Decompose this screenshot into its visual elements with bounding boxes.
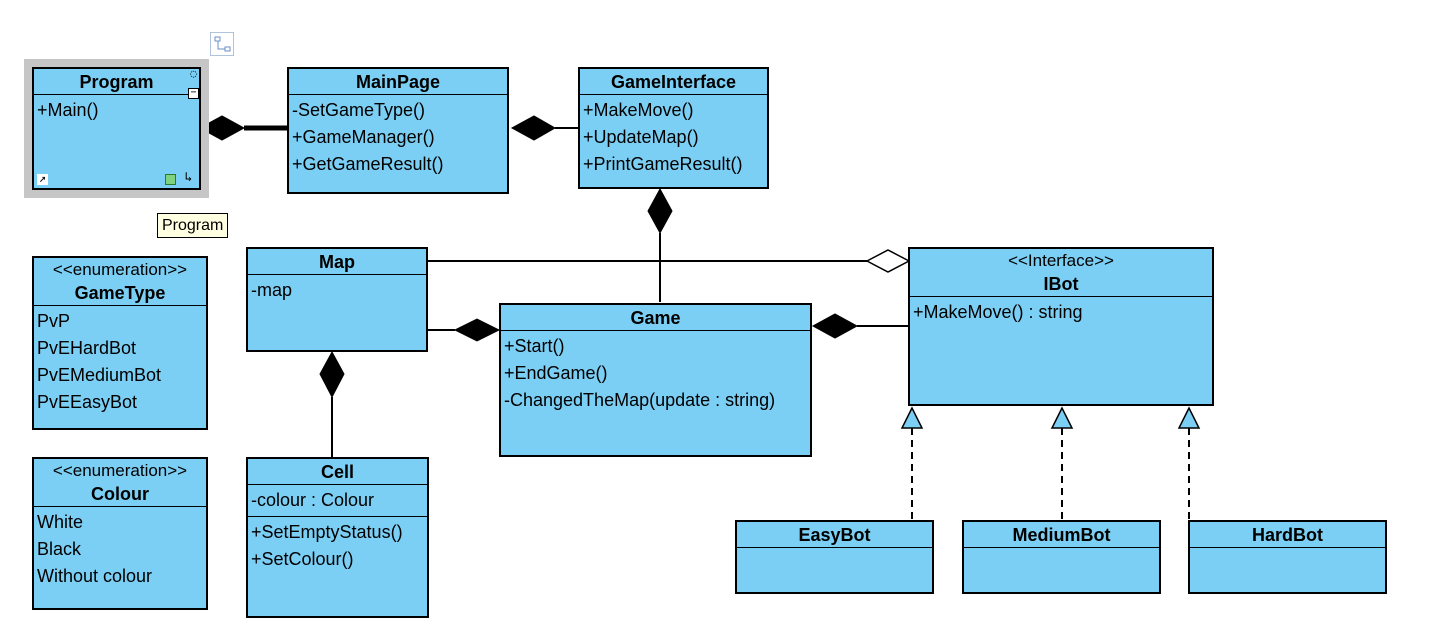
operation-item: +Start() xyxy=(504,336,565,356)
composition-diamond-mainpage xyxy=(510,115,557,141)
composition-diamond-gameinterface xyxy=(647,187,673,235)
tooltip: Program xyxy=(157,213,229,238)
composition-diamond-map-cell xyxy=(319,350,345,399)
class-easybot[interactable]: EasyBot xyxy=(735,520,934,594)
operation-item: +MakeMove() xyxy=(583,100,694,120)
class-cell[interactable]: Cell -colour : Colour +SetEmptyStatus() … xyxy=(246,457,429,618)
enum-gametype-header: <<enumeration>> GameType xyxy=(34,258,206,306)
enum-literal: PvP xyxy=(37,311,71,331)
enum-literal: PvEEasyBot xyxy=(37,392,138,412)
interface-ibot[interactable]: <<Interface>> IBot +MakeMove() : string xyxy=(908,247,1214,406)
enum-literal: Black xyxy=(37,539,82,559)
operation-item: +GetGameResult() xyxy=(292,154,444,174)
operation-item: -ChangedTheMap(update : string) xyxy=(504,390,776,410)
class-game-name: Game xyxy=(501,305,810,331)
connector-layout-icon[interactable] xyxy=(210,32,234,56)
enum-gametype-name: GameType xyxy=(74,283,166,303)
operation-item: +PrintGameResult() xyxy=(583,154,743,174)
connector-layout-glyph xyxy=(214,36,231,52)
operation-item: +UpdateMap() xyxy=(583,127,699,147)
operation-item: +Main() xyxy=(37,100,99,120)
operation-item: -SetGameType() xyxy=(292,100,426,120)
aggregation-diamond-ibot xyxy=(865,249,911,273)
class-game-operations: +Start() +EndGame() -ChangedTheMap(updat… xyxy=(501,331,810,416)
class-program[interactable]: Program +Main() xyxy=(32,67,201,190)
class-cell-operations: +SetEmptyStatus() +SetColour() xyxy=(248,517,427,575)
class-easybot-name: EasyBot xyxy=(737,522,932,548)
interface-ibot-header: <<Interface>> IBot xyxy=(910,249,1212,297)
class-mediumbot-name: MediumBot xyxy=(964,522,1159,548)
enum-colour-name: Colour xyxy=(91,484,149,504)
composition-diamond-game-map xyxy=(453,318,501,342)
attribute-item: -colour : Colour xyxy=(251,490,375,510)
enum-colour-literals: White Black Without colour xyxy=(34,507,206,592)
enum-colour[interactable]: <<enumeration>> Colour White Black Witho… xyxy=(32,457,208,610)
operation-item: +GameManager() xyxy=(292,127,435,147)
class-program-name: Program xyxy=(34,69,199,95)
stereotype-label: <<Interface>> xyxy=(1008,251,1114,270)
realization-arrowhead-mediumbot xyxy=(1050,406,1074,429)
composition-diamond-program xyxy=(198,115,246,141)
realization-arrowhead-hardbot xyxy=(1177,406,1201,429)
navigate-arrow-icon[interactable]: ↗ xyxy=(37,171,48,185)
attribute-item: -map xyxy=(251,280,293,300)
connector-icon[interactable]: ↳ xyxy=(184,170,193,185)
enum-gametype-literals: PvP PvEHardBot PvEMediumBot PvEEasyBot xyxy=(34,306,206,418)
class-map[interactable]: Map -map xyxy=(246,247,428,352)
operation-item: +SetColour() xyxy=(251,549,354,569)
class-gameinterface-operations: +MakeMove() +UpdateMap() +PrintGameResul… xyxy=(580,95,767,180)
operation-item: +SetEmptyStatus() xyxy=(251,522,403,542)
class-gameinterface-name: GameInterface xyxy=(580,69,767,95)
class-cell-attributes: -colour : Colour xyxy=(248,485,427,517)
interface-ibot-name: IBot xyxy=(1043,274,1079,294)
class-mainpage[interactable]: MainPage -SetGameType() +GameManager() +… xyxy=(287,67,509,194)
class-hardbot[interactable]: HardBot xyxy=(1188,520,1387,594)
realization-arrowhead-easybot xyxy=(900,406,924,429)
operation-item: +MakeMove() : string xyxy=(913,302,1083,322)
class-hardbot-name: HardBot xyxy=(1190,522,1385,548)
enum-literal: White xyxy=(37,512,84,532)
class-map-name: Map xyxy=(248,249,426,275)
class-mainpage-operations: -SetGameType() +GameManager() +GetGameRe… xyxy=(289,95,507,180)
class-gameinterface[interactable]: GameInterface +MakeMove() +UpdateMap() +… xyxy=(578,67,769,189)
enum-literal: PvEMediumBot xyxy=(37,365,162,385)
class-program-operations: +Main() xyxy=(34,95,199,126)
interface-ibot-operations: +MakeMove() : string xyxy=(910,297,1212,328)
enum-colour-header: <<enumeration>> Colour xyxy=(34,459,206,507)
stereotype-label: <<enumeration>> xyxy=(52,260,188,279)
class-map-attributes: -map xyxy=(248,275,426,306)
enum-literal: PvEHardBot xyxy=(37,338,137,358)
resize-handle-icon[interactable]: ◌ xyxy=(190,67,197,80)
stereotype-label: <<enumeration>> xyxy=(52,461,188,480)
class-cell-name: Cell xyxy=(248,459,427,485)
operation-item: +EndGame() xyxy=(504,363,608,383)
composition-diamond-game-ibot xyxy=(811,313,859,339)
class-mediumbot[interactable]: MediumBot xyxy=(962,520,1161,594)
enum-gametype[interactable]: <<enumeration>> GameType PvP PvEHardBot … xyxy=(32,256,208,430)
class-game[interactable]: Game +Start() +EndGame() -ChangedTheMap(… xyxy=(499,303,812,457)
collapse-icon[interactable]: − xyxy=(188,88,199,99)
class-mainpage-name: MainPage xyxy=(289,69,507,95)
model-element-icon[interactable] xyxy=(165,174,176,185)
enum-literal: Without colour xyxy=(37,566,153,586)
